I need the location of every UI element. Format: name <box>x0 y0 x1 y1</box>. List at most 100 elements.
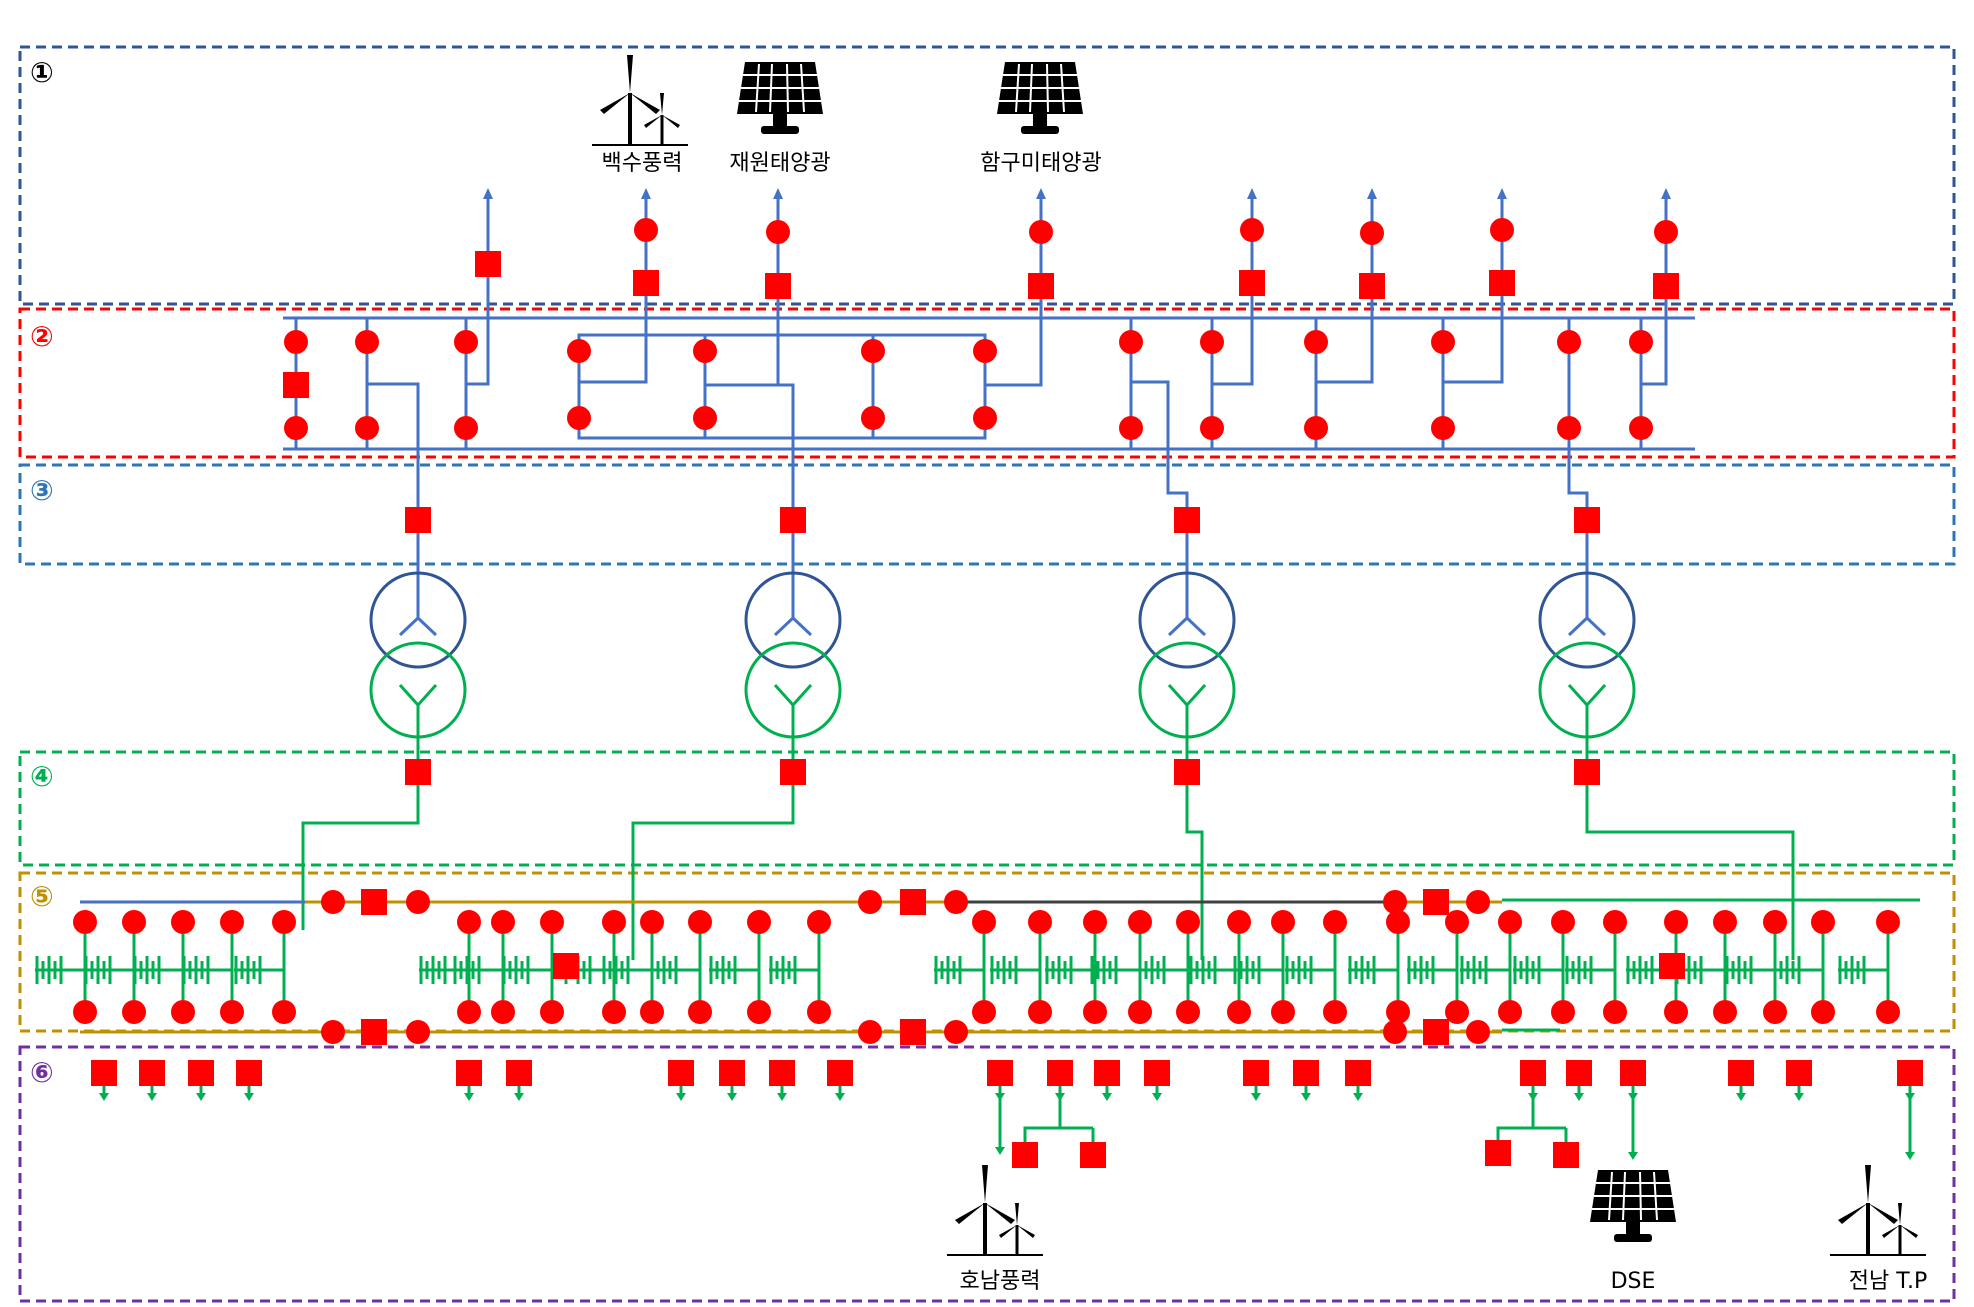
breaker-closed <box>1603 1000 1627 1024</box>
breaker-closed <box>693 406 717 430</box>
breaker-square <box>1174 507 1200 533</box>
down-arrow <box>514 1093 524 1101</box>
down-arrow <box>99 1093 109 1101</box>
breaker-closed <box>220 910 244 934</box>
breaker-closed <box>1713 910 1737 934</box>
breaker-square <box>553 953 579 979</box>
breaker-closed <box>567 339 591 363</box>
breaker-closed <box>171 1000 195 1024</box>
up-arrow-1 <box>483 188 493 199</box>
breaker-closed <box>944 1020 968 1044</box>
breaker-closed <box>1466 890 1490 914</box>
plants: 백수풍력 재원태양광 함구미태양광 <box>592 55 1927 1294</box>
up-arrow-5 <box>1247 188 1257 199</box>
hv-feeder-5-down <box>778 383 795 520</box>
breaker-square <box>188 1060 214 1086</box>
breaker-closed <box>457 910 481 934</box>
hv-feeder-9-up <box>1212 195 1254 386</box>
breaker-closed <box>1176 1000 1200 1024</box>
breaker-closed <box>1431 330 1455 354</box>
zone-5-label: ⑤ <box>30 880 54 913</box>
breaker-closed <box>1271 910 1295 934</box>
lv-lead-2 <box>631 770 795 960</box>
breaker-closed <box>1445 1000 1469 1024</box>
down-arrow <box>1353 1093 1363 1101</box>
breaker-closed <box>454 330 478 354</box>
breaker-closed <box>567 406 591 430</box>
breaker-closed <box>602 1000 626 1024</box>
breaker-square <box>900 889 926 915</box>
breaker-closed <box>1383 1020 1407 1044</box>
breaker-closed <box>1664 1000 1688 1024</box>
breaker-closed <box>688 910 712 934</box>
breaker-square <box>900 1019 926 1045</box>
breaker-closed <box>972 910 996 934</box>
zone-6-label: ⑥ <box>30 1056 54 1089</box>
breaker-square <box>780 759 806 785</box>
plant-label-honam: 호남풍력 <box>960 1269 1041 1294</box>
hv-feeder-8-down <box>1131 380 1189 520</box>
plant-label-jeonnam: 전남 T.P <box>1849 1269 1928 1294</box>
breaker-square <box>1489 270 1515 296</box>
down-arrow <box>1574 1093 1584 1101</box>
breaker-closed <box>1445 910 1469 934</box>
down-arrow <box>1628 1152 1638 1160</box>
up-arrow-3 <box>773 188 783 199</box>
breaker-closed <box>406 890 430 914</box>
plant-label-jaewon: 재원태양광 <box>729 151 830 176</box>
transformers <box>369 571 1636 770</box>
wind-turbine-icon <box>947 1165 1043 1256</box>
zone-4-label: ④ <box>30 760 54 793</box>
up-arrow-4 <box>1036 188 1046 199</box>
breaker-closed <box>540 1000 564 1024</box>
breaker-closed <box>1557 416 1581 440</box>
breaker-closed <box>1876 1000 1900 1024</box>
hv-feeder-12-down <box>1567 430 1589 520</box>
hv-feeder-13-up <box>1641 195 1668 386</box>
breaker-closed <box>1029 220 1053 244</box>
breaker-square <box>987 1060 1013 1086</box>
breaker-closed <box>1323 910 1347 934</box>
breaker-closed <box>1629 330 1653 354</box>
zone-3-label: ③ <box>30 474 54 507</box>
hv-network <box>283 195 1695 575</box>
breaker-closed <box>1271 1000 1295 1024</box>
breaker-closed <box>1811 1000 1835 1024</box>
breaker-square <box>1423 1019 1449 1045</box>
breaker-square <box>236 1060 262 1086</box>
down-arrow <box>727 1093 737 1101</box>
down-arrow <box>1905 1152 1915 1160</box>
zone-2-label: ② <box>30 320 54 353</box>
breaker-closed <box>1304 416 1328 440</box>
down-arrow <box>147 1093 157 1101</box>
hv-feeder-4-up <box>579 195 648 384</box>
breaker-closed <box>355 330 379 354</box>
breaker-square <box>765 273 791 299</box>
breaker-square <box>405 507 431 533</box>
breaker-closed <box>1811 910 1835 934</box>
down-arrow <box>1152 1093 1162 1101</box>
breaker-closed <box>858 1020 882 1044</box>
transformer-2 <box>744 571 842 770</box>
breaker-closed <box>1227 1000 1251 1024</box>
breaker-square <box>361 1019 387 1045</box>
lv-lead-4 <box>1585 770 1795 960</box>
breaker-closed <box>1028 910 1052 934</box>
breaker-closed <box>73 1000 97 1024</box>
breaker-closed <box>944 890 968 914</box>
zone-3-box <box>18 463 1956 566</box>
breaker-square <box>1094 1060 1120 1086</box>
breaker-closed <box>858 890 882 914</box>
lv-branch-a <box>1023 1075 1062 1150</box>
breaker-closed <box>1176 910 1200 934</box>
breaker-closed <box>1490 218 1514 242</box>
plant-label-dse: DSE <box>1611 1269 1656 1294</box>
breaker-closed <box>747 1000 771 1024</box>
zone-6-box <box>18 1045 1956 1303</box>
breaker-square <box>1897 1060 1923 1086</box>
breaker-square <box>1553 1142 1579 1168</box>
breaker-square <box>1574 759 1600 785</box>
breaker-closed <box>688 1000 712 1024</box>
up-arrow-6 <box>1367 188 1377 199</box>
breaker-closed <box>1603 910 1627 934</box>
